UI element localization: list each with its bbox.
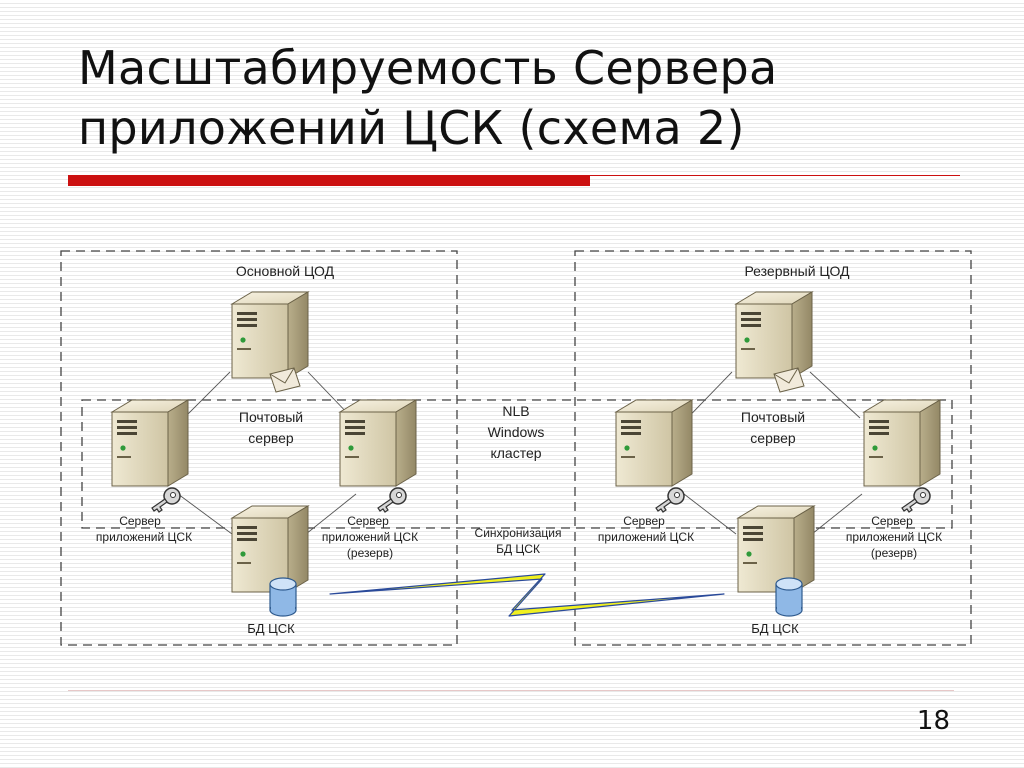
right-db-label: БД ЦСК <box>751 621 799 636</box>
cluster-label-3: кластер <box>490 445 541 461</box>
title-underline-thin <box>590 175 960 176</box>
key-icon <box>151 487 181 513</box>
scalability-diagram: Основной ЦОД Резервный ЦОД NLB Windows к… <box>60 250 972 646</box>
right-app-server-label-2: приложений ЦСК <box>598 530 694 544</box>
right-database-server: БД ЦСК <box>737 505 815 636</box>
left-app-server-label-2: приложений ЦСК <box>96 530 192 544</box>
server-tower-icon <box>735 291 813 379</box>
cluster-label-2: Windows <box>488 424 545 440</box>
server-tower-icon <box>231 505 309 593</box>
cluster-label-1: NLB <box>502 403 529 419</box>
server-tower-icon <box>111 399 189 487</box>
right-app-server: Сервер приложений ЦСК <box>598 399 694 544</box>
right-mail-server-label-2: сервер <box>750 430 796 446</box>
footer-rule <box>68 690 954 691</box>
right-datacenter-zone <box>574 250 972 646</box>
right-datacenter-label: Резервный ЦОД <box>744 263 850 279</box>
server-tower-icon <box>339 399 417 487</box>
left-db-label: БД ЦСК <box>247 621 295 636</box>
left-database-server: БД ЦСК <box>231 505 309 636</box>
slide-title-line-1: Масштабируемость Сервера <box>78 41 778 95</box>
right-mail-server: Почтовый сервер <box>735 291 813 446</box>
server-tower-icon <box>231 291 309 379</box>
right-app-reserve-label-1: Сервер <box>871 514 913 528</box>
left-mail-server: Почтовый сервер <box>231 291 309 446</box>
page-number: 18 <box>916 706 950 736</box>
left-app-server: Сервер приложений ЦСК <box>96 399 192 544</box>
left-app-server-reserve: Сервер приложений ЦСК (резерв) <box>322 399 418 560</box>
left-app-reserve-label-3: (резерв) <box>347 546 393 560</box>
right-app-reserve-label-2: приложений ЦСК <box>846 530 942 544</box>
left-mail-server-label-1: Почтовый <box>239 409 303 425</box>
sync-label-2: БД ЦСК <box>496 542 540 556</box>
key-icon <box>377 487 407 513</box>
server-tower-icon <box>863 399 941 487</box>
nlb-cluster-zone <box>81 399 953 529</box>
slide-title: Масштабируемость Сервера приложений ЦСК … <box>78 38 978 158</box>
right-app-server-reserve: Сервер приложений ЦСК (резерв) <box>846 399 942 560</box>
server-tower-icon <box>615 399 693 487</box>
left-app-reserve-label-2: приложений ЦСК <box>322 530 418 544</box>
slide-title-line-2: приложений ЦСК (схема 2) <box>78 101 745 155</box>
right-mail-server-label-1: Почтовый <box>741 409 805 425</box>
right-app-server-label-1: Сервер <box>623 514 665 528</box>
sync-label-1: Синхронизация <box>475 526 562 540</box>
left-datacenter-zone <box>60 250 458 646</box>
lightning-link-icon <box>329 573 725 617</box>
left-datacenter-label: Основной ЦОД <box>236 263 335 279</box>
right-app-reserve-label-3: (резерв) <box>871 546 917 560</box>
server-tower-icon <box>737 505 815 593</box>
database-cylinder-icon <box>269 577 297 617</box>
database-cylinder-icon <box>775 577 803 617</box>
left-app-server-label-1: Сервер <box>119 514 161 528</box>
key-icon <box>901 487 931 513</box>
title-underline-thick <box>68 175 590 186</box>
key-icon <box>655 487 685 513</box>
left-mail-server-label-2: сервер <box>248 430 294 446</box>
left-app-reserve-label-1: Сервер <box>347 514 389 528</box>
